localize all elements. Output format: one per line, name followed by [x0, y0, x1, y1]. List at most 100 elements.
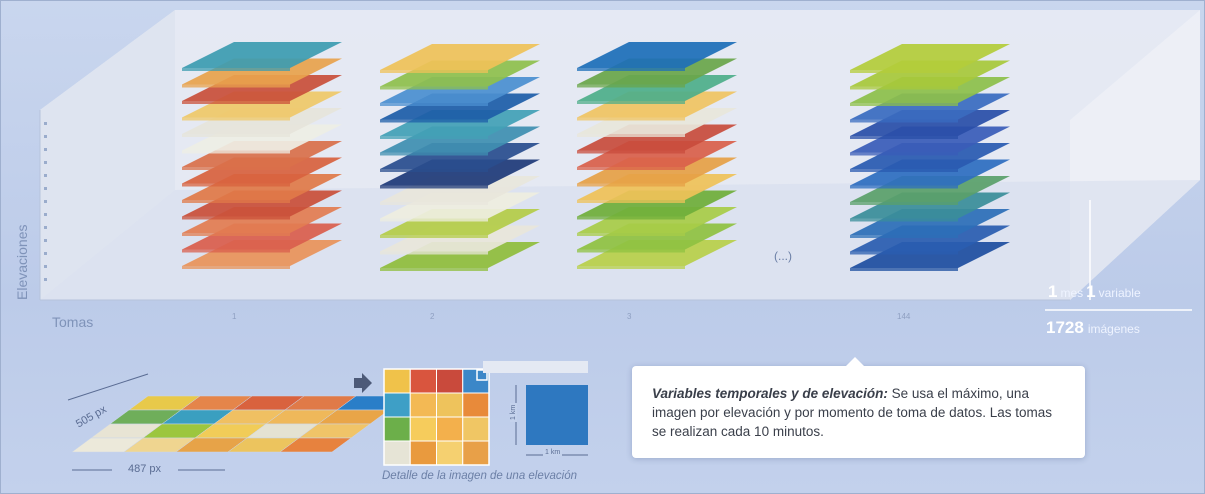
stack-4-layer-12-edge [850, 86, 958, 90]
stack-3-layer-1-edge [577, 266, 685, 269]
stat-image-count: 1728 [1046, 318, 1084, 337]
info-box: Variables temporales y de elevación: Se … [632, 357, 1085, 458]
detail-cell [436, 368, 464, 394]
stack-4-layer-5-edge [850, 202, 958, 205]
x-axis-label: Tomas [52, 314, 94, 330]
stack-2-layer-13-edge [380, 70, 488, 73]
stack-2-layer-6-edge [380, 185, 488, 189]
stack-1-layer-2-edge [182, 249, 290, 253]
detail-highlight-cell [476, 369, 488, 381]
stack-3-layer-2-edge [577, 249, 685, 253]
stack-4-layer-2-edge [850, 251, 958, 255]
stack-1-layer-13-edge [182, 68, 290, 71]
stack-2-layer-10-edge [380, 119, 488, 123]
stack-1-layer-5-edge [182, 200, 290, 203]
stack-1-layer-9-edge [182, 134, 290, 137]
stack-2 [380, 44, 540, 271]
detail-cell [383, 416, 411, 442]
isometric-image-grid [71, 395, 409, 453]
stack-1-layer-7-edge [182, 167, 290, 170]
info-title: Variables temporales y de elevación: [652, 386, 888, 401]
detail-grid-border [383, 368, 490, 466]
image-stacks [182, 42, 1010, 271]
detail-cell [462, 440, 490, 466]
stack-1-layer-8-edge [182, 150, 290, 154]
stack-3-layer-13-edge [577, 68, 685, 71]
width-dimension-label: 487 px [128, 463, 162, 475]
stack-3-layer-12-edge [577, 84, 685, 88]
detail-cell [436, 392, 464, 418]
stack-1-layer-13 [182, 42, 342, 68]
stack-2-layer-8-edge [380, 152, 488, 156]
grid-cell [279, 437, 352, 453]
toma-tick-144: 144 [897, 312, 911, 321]
detail-cell [383, 440, 411, 466]
stack-3-layer-13 [577, 42, 737, 68]
stack-2-layer-9-edge [380, 136, 488, 139]
stack-1-layer-10-edge [182, 117, 290, 121]
stack-3-layer-6-edge [577, 183, 685, 187]
y-axis-label: Elevaciones [14, 224, 30, 301]
stack-4-layer-8-edge [850, 152, 958, 156]
detail-grid [383, 368, 490, 466]
detail-cell [409, 368, 437, 394]
stack-4-layer-13-edge [850, 70, 958, 73]
detail-cell [383, 368, 411, 394]
stack-4-layer-7-edge [850, 169, 958, 172]
toma-tick-3: 3 [627, 312, 632, 321]
stack-3-layer-11-edge [577, 101, 685, 104]
stack-3-layer-5-edge [577, 200, 685, 203]
detail-cell [436, 416, 464, 442]
single-cell-header [483, 361, 588, 373]
detail-cell [409, 416, 437, 442]
stack-3-layer-9-edge [577, 134, 685, 137]
single-cell-square [526, 385, 588, 445]
stack-4-layer-11-edge [850, 103, 958, 106]
stack-4-layer-9-edge [850, 136, 958, 139]
stack-4-layer-13 [850, 44, 1010, 70]
stack-3-layer-10-edge [577, 117, 685, 121]
stack-2-layer-5-edge [380, 202, 488, 205]
stack-4 [850, 44, 1010, 271]
cell-width-label: 1 km [543, 449, 563, 456]
stack-3-layer-8-edge [577, 150, 685, 154]
arrow-right-icon [354, 373, 372, 393]
stack-1-layer-11-edge [182, 101, 290, 104]
stack-4-layer-3-edge [850, 235, 958, 238]
stack-3-layer-3-edge [577, 233, 685, 236]
stack-1 [182, 42, 342, 269]
stack-2-layer-11-edge [380, 103, 488, 106]
stack-1-layer-12-edge [182, 84, 290, 88]
detail-cell [409, 392, 437, 418]
stack-3-layer-7-edge [577, 167, 685, 170]
stack-4-layer-6-edge [850, 185, 958, 189]
stat-month-count: 1 [1048, 282, 1058, 301]
stat-image-word: imágenes [1087, 322, 1140, 336]
stack-1-layer-4-edge [182, 216, 290, 220]
stack-4-layer-4-edge [850, 218, 958, 222]
stack-4-layer-10-edge [850, 119, 958, 123]
stack-2-layer-3-edge [380, 235, 488, 238]
detail-cell [409, 440, 437, 466]
box-left-face [40, 10, 175, 300]
info-text: Se usa el máximo, una imagen por elevaci… [652, 386, 1052, 439]
detail-cell [436, 440, 464, 466]
detail-cell [462, 392, 490, 418]
cell-height-label: 1 km [510, 402, 517, 422]
stack-4-layer-1-edge [850, 268, 958, 271]
toma-tick-2: 2 [430, 312, 435, 321]
stack-ellipsis: (...) [774, 249, 792, 263]
detail-cell [383, 392, 411, 418]
stat-variable-count: 1 [1086, 282, 1096, 301]
stat-variable-word: variable [1098, 286, 1141, 300]
stack-2-layer-1-edge [380, 268, 488, 271]
toma-tick-1: 1 [232, 312, 237, 321]
stack-1-layer-6-edge [182, 183, 290, 187]
detail-caption: Detalle de la imagen de una elevación [382, 470, 577, 482]
height-dim-line [67, 373, 149, 401]
stack-2-layer-7-edge [380, 169, 488, 172]
stack-2-layer-2-edge [380, 251, 488, 255]
